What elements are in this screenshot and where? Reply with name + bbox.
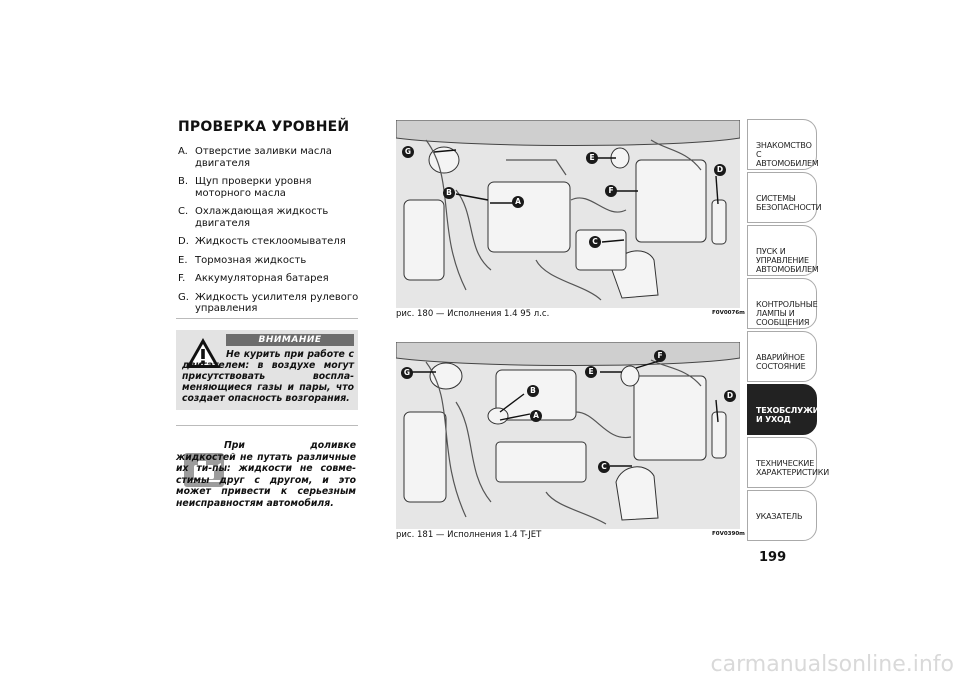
item-key: F. — [178, 273, 186, 284]
item-text: Жидкость усилителя рулевого управления — [195, 291, 359, 315]
warning-text: Не курить при работе с двигателем: в воз… — [182, 349, 354, 404]
item-key: E. — [178, 254, 188, 266]
item-key: D. — [178, 236, 189, 247]
fluid-can-icon — [184, 453, 224, 487]
tab-intro[interactable]: ЗНАКОМСТВО С АВТОМОБИЛЕМ — [747, 119, 819, 170]
item-text: Отверстие заливки масла двигателя — [195, 146, 332, 169]
figure-181-code: F0V0390m — [712, 531, 745, 537]
warning-header: ВНИМАНИЕ — [226, 334, 354, 346]
callout-g: G — [402, 146, 414, 158]
item-text: Жидкость стеклоомывателя — [195, 236, 346, 247]
tab-driving[interactable]: ПУСК И УПРАВЛЕНИЕ АВТОМОБИЛЕМ — [747, 225, 819, 276]
tab-specs[interactable]: ТЕХНИЧЕСКИЕ ХАРАКТЕРИСТИКИ — [747, 437, 829, 488]
callout-a: A — [512, 196, 524, 208]
divider — [176, 425, 358, 426]
item-text: Тормозная жидкость — [195, 254, 307, 266]
levels-list: A. Отверстие заливки масла двигателя B. Щу… — [178, 146, 368, 322]
list-item: E. Тормозная жидкость — [178, 255, 368, 267]
list-item: A. Отверстие заливки масла двигателя — [178, 146, 368, 169]
note-box: При доливке жидкостей не путать различны… — [176, 440, 358, 522]
figure-181-caption: рис. 181 — Исполнения 1.4 T-JET — [396, 530, 542, 540]
callout-d: D — [724, 390, 736, 402]
list-item: D. Жидкость стеклоомывателя — [178, 236, 368, 248]
callout-c: C — [598, 461, 610, 473]
item-key: B. — [178, 176, 189, 187]
divider — [176, 318, 358, 319]
callout-f: F — [605, 185, 617, 197]
note-text: При доливке жидкостей не путать различны… — [176, 440, 356, 509]
watermark: carmanualsonline.info — [710, 652, 954, 677]
item-text: Охлаждающая жидкость двигателя — [195, 206, 329, 229]
callout-g: G — [401, 367, 413, 379]
tab-emergency[interactable]: АВАРИЙНОЕ СОСТОЯНИЕ — [747, 331, 817, 382]
warning-box: ВНИМАНИЕ Не курить при работе с двигател… — [176, 330, 358, 410]
callout-b: B — [443, 187, 455, 199]
page-number: 199 — [759, 550, 787, 565]
callout-e: E — [585, 366, 597, 378]
warning-triangle-icon — [184, 336, 222, 374]
figure-180-caption: рис. 180 — Исполнения 1.4 95 л.с. — [396, 309, 550, 319]
callout-f: F — [654, 350, 666, 362]
item-key: C. — [178, 206, 189, 217]
item-text: Аккумуляторная батарея — [195, 273, 329, 284]
page-title: ПРОВЕРКА УРОВНЕЙ — [178, 119, 350, 135]
callout-e: E — [586, 152, 598, 164]
callout-a: A — [530, 410, 542, 422]
tab-safety[interactable]: СИСТЕМЫ БЕЗОПАСНОСТИ — [747, 172, 822, 223]
item-text: Щуп проверки уровня моторного масла — [195, 176, 312, 199]
callout-d: D — [714, 164, 726, 176]
callout-c: C — [589, 236, 601, 248]
list-item: F. Аккумуляторная батарея — [178, 273, 368, 285]
tab-index[interactable]: УКАЗАТЕЛЬ — [747, 490, 817, 541]
item-key: A. — [178, 146, 188, 157]
engine-figure-181 — [396, 342, 740, 529]
item-key: G. — [178, 291, 189, 303]
callout-b: B — [527, 385, 539, 397]
list-item: B. Щуп проверки уровня моторного масла — [178, 176, 368, 199]
tab-maintenance[interactable]: ТЕХОБСЛУЖИВАНИЕ И УХОД — [747, 384, 850, 435]
figure-180-code: F0V0076m — [712, 310, 745, 316]
list-item: G. Жидкость усилителя рулевого управления — [178, 292, 368, 315]
list-item: C. Охлаждающая жидкость двигателя — [178, 206, 368, 229]
tab-warnings[interactable]: КОНТРОЛЬНЫЕ ЛАМПЫ И СООБЩЕНИЯ — [747, 278, 818, 329]
engine-figure-180 — [396, 120, 740, 308]
